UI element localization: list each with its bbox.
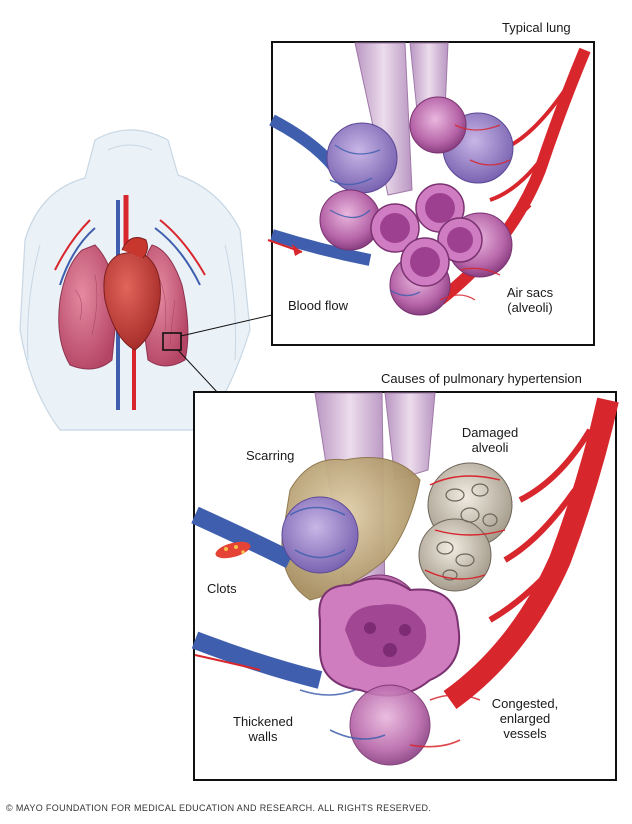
congested-line1: Congested, [491,696,559,711]
heart [103,237,161,351]
blood-flow-label: Blood flow [288,298,348,313]
typical-lung-art [267,42,591,316]
damaged-alveoli-label: Damaged alveoli [445,425,535,455]
damaged-line2: alveoli [471,440,509,455]
clot-icon [215,541,251,559]
clots-label: Clots [207,581,237,596]
thickened-line2: walls [248,729,278,744]
congested-line2: enlarged [499,711,551,726]
copyright-notice: © MAYO FOUNDATION FOR MEDICAL EDUCATION … [6,803,432,813]
congested-line3: vessels [503,726,547,741]
damaged-line1: Damaged [461,425,519,440]
zoom-indicator-box [162,332,182,351]
air-sacs-line1: Air sacs [506,285,554,300]
thickened-line1: Thickened [233,714,293,729]
causes-title: Causes of pulmonary hypertension [381,371,582,386]
scarring-label: Scarring [246,448,295,463]
zoom-line-bottom [177,349,219,394]
congested-vessels-label: Congested, enlarged vessels [480,696,570,741]
air-sacs-line2: (alveoli) [507,300,553,315]
typical-lung-title: Typical lung [502,20,571,35]
zoom-line-top [180,314,273,337]
alveoli-cutaway [370,183,483,287]
air-sacs-label: Air sacs (alveoli) [500,285,560,315]
damaged-alveoli-art [418,462,513,592]
thickened-walls-label: Thickened walls [223,714,303,744]
hypertension-art [191,392,619,766]
alveolus-cutaway-large [318,577,461,697]
